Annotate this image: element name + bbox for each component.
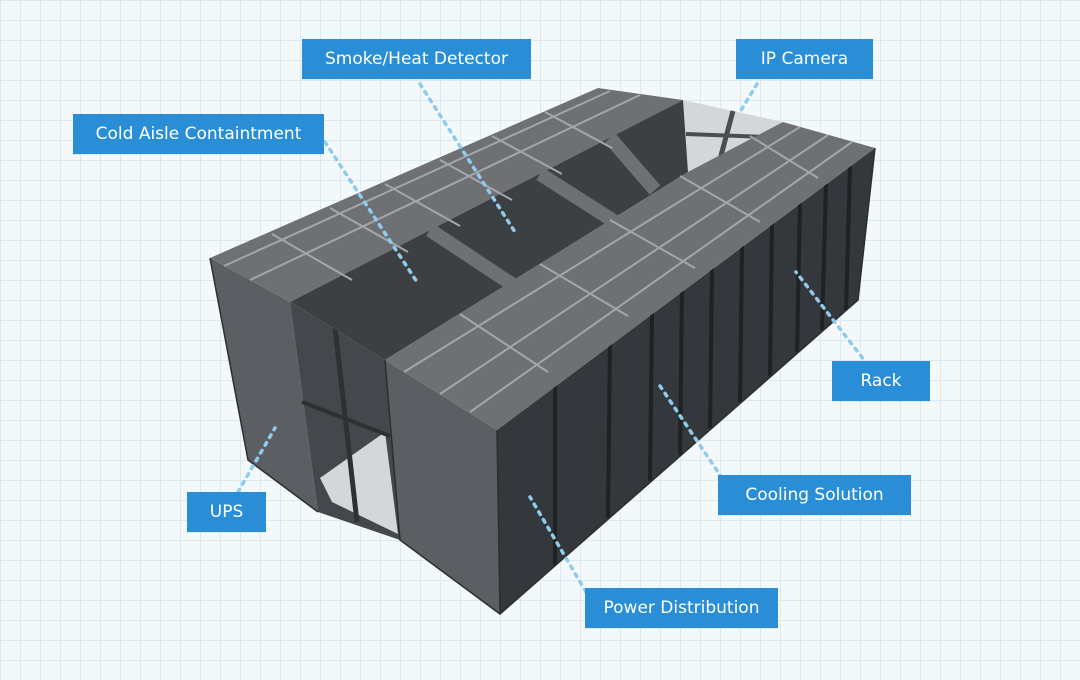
ups-side-face — [210, 258, 318, 512]
front-row-roof — [385, 122, 875, 430]
leader-ip-camera — [738, 82, 759, 114]
rack-front-face — [497, 148, 875, 614]
cold-aisle-containment-label: Cold Aisle Containtment — [73, 114, 324, 154]
cooling-solution-label: Cooling Solution — [718, 475, 911, 515]
leader-cold-aisle-containment — [323, 140, 419, 284]
rack-label: Rack — [832, 361, 930, 401]
leader-cooling-solution — [656, 381, 724, 480]
containment-unit — [209, 88, 876, 615]
ip-camera-label: IP Camera — [736, 39, 873, 79]
leader-power-distribution — [528, 495, 588, 594]
back-row-roof — [210, 88, 683, 302]
rack-dividers — [553, 165, 852, 565]
leader-lines — [236, 82, 870, 594]
smoke-heat-detector-label: Smoke/Heat Detector — [302, 39, 531, 79]
front-door-frame — [301, 400, 391, 438]
leader-smoke-heat-detector — [418, 82, 517, 234]
front-glass-door — [320, 432, 398, 534]
leader-ups — [236, 426, 277, 494]
ups-label: UPS — [187, 492, 266, 532]
aisle-roof-frames — [426, 133, 661, 291]
power-distribution-label: Power Distribution — [585, 588, 778, 628]
unit-edges — [209, 147, 876, 615]
power-distribution-face — [385, 360, 500, 614]
roof-panel-lines — [223, 90, 853, 413]
cold-aisle-roof — [290, 100, 688, 360]
leader-rack — [794, 270, 870, 367]
